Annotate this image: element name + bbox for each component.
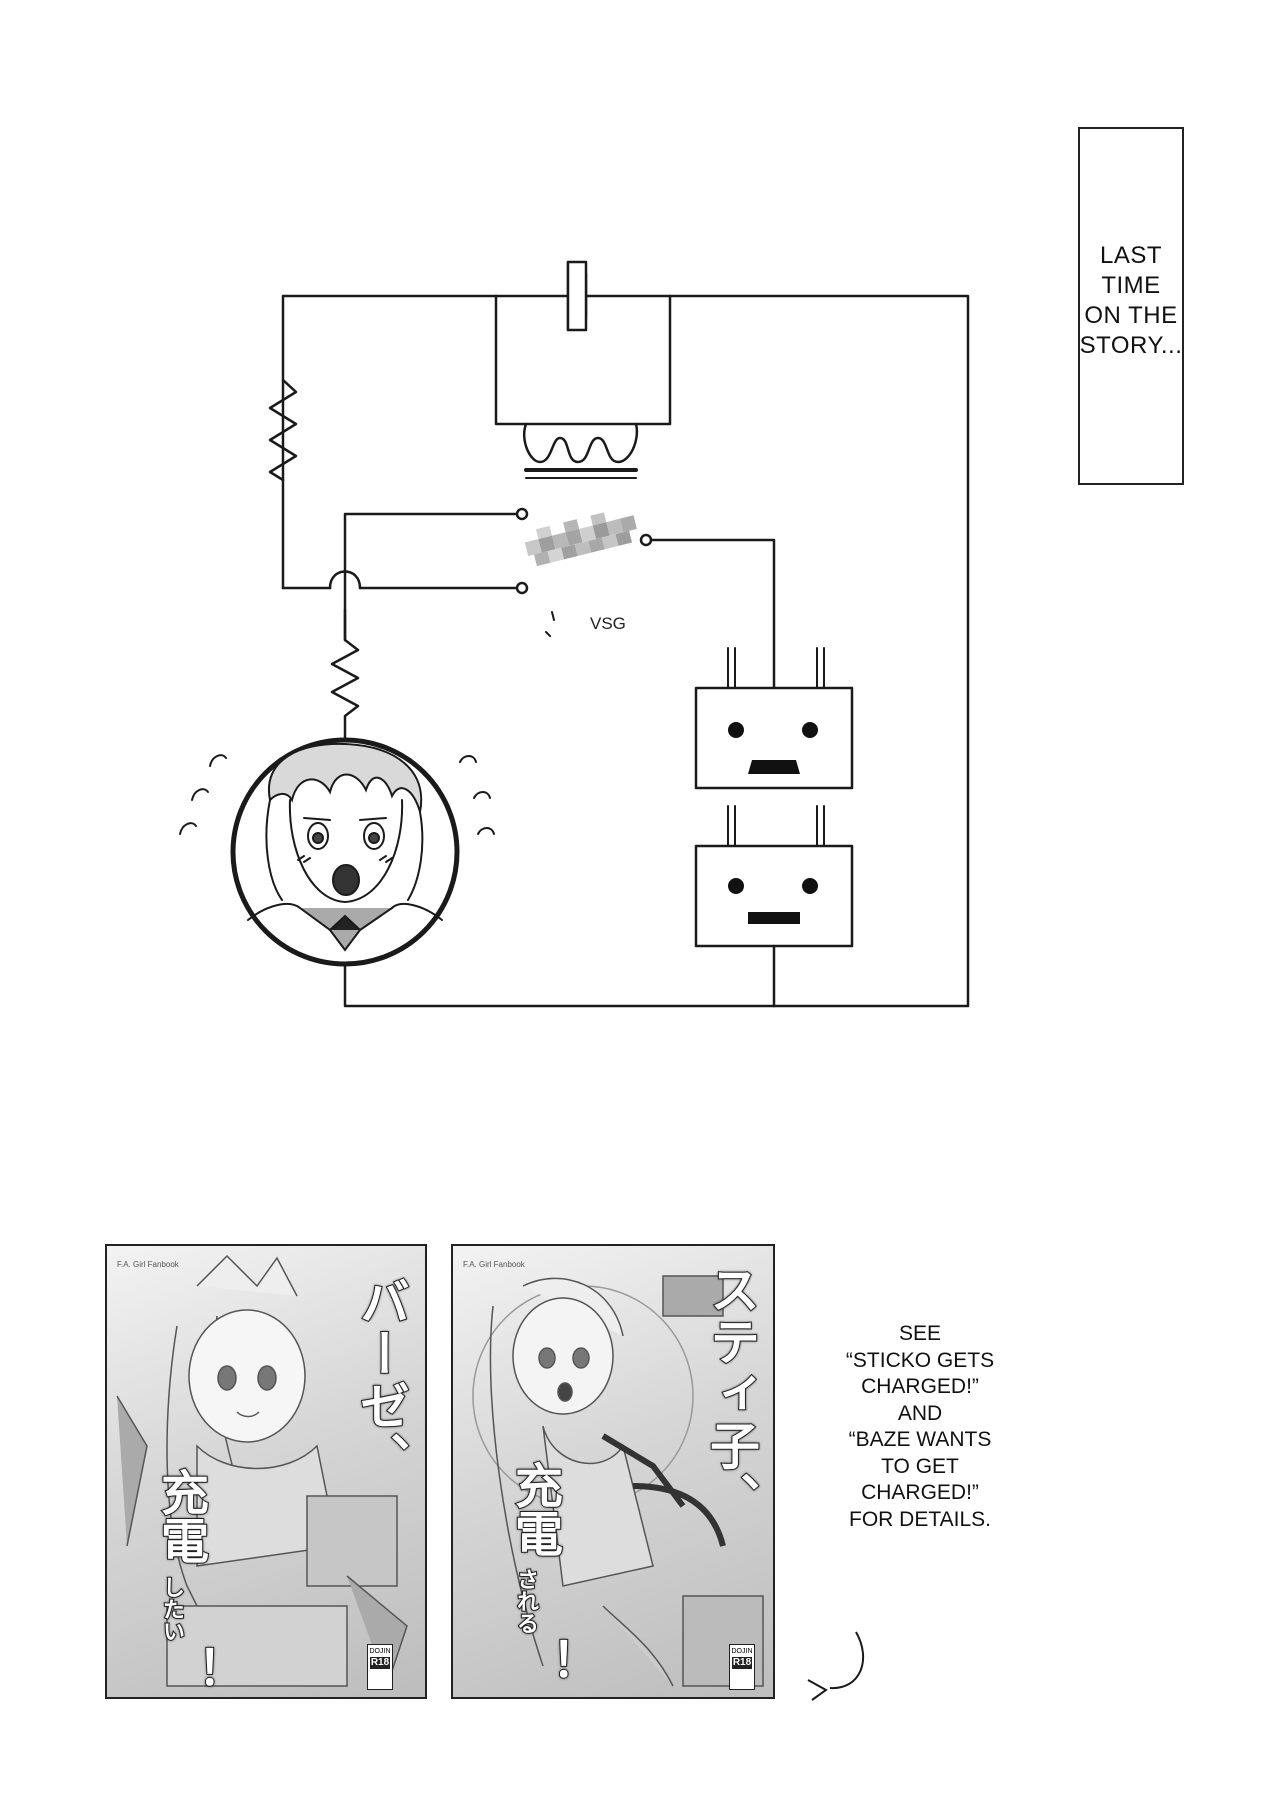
rating-badge: DOJIN R18 <box>729 1644 755 1690</box>
cover-art <box>116 1254 408 1687</box>
hair <box>267 742 423 813</box>
cover-title: スティ子、 <box>701 1263 761 1525</box>
tube-housing <box>494 294 672 426</box>
cover-charge-text: 充電 <box>505 1460 563 1558</box>
battery-bottom-face <box>728 878 818 924</box>
wire-top-left <box>281 294 498 590</box>
cover-series-text: F.A. Girl Fanbook <box>463 1260 525 1269</box>
switch-pivot <box>639 533 653 547</box>
cover-title: バーゼ、 <box>351 1275 411 1485</box>
cover-subtitle: したい <box>158 1575 185 1643</box>
censor-mosaic <box>524 512 637 567</box>
wire-top-right <box>668 294 970 1008</box>
wire-bottom <box>343 960 776 1008</box>
cover-exclaim: ！ <box>165 1645 223 1695</box>
sweat-mark-4 <box>459 755 477 763</box>
resistor-middle <box>330 608 360 750</box>
wire-upper <box>343 512 518 642</box>
cover-exclaim: ！ <box>519 1637 577 1687</box>
tick-mark <box>545 611 555 637</box>
cover-art <box>472 1275 764 1687</box>
hair-side-right <box>407 811 424 901</box>
badge-label: DOJIN <box>731 1648 753 1655</box>
sweat-mark-5 <box>473 791 491 799</box>
badge-rating: R18 <box>732 1657 752 1669</box>
face-outline <box>288 799 404 904</box>
cover-subtitle: される <box>512 1567 539 1635</box>
switch-label: VSG <box>590 614 626 633</box>
shoulder-right <box>391 903 443 921</box>
battery-top-face <box>728 722 818 774</box>
blush <box>297 855 393 863</box>
switch-contact-lower <box>515 581 529 595</box>
rating-badge: DOJIN R18 <box>367 1644 393 1690</box>
hair-side-left <box>265 799 283 901</box>
cover-charge-text: 充電 <box>151 1467 209 1565</box>
cover-baze: F.A. Girl Fanbook バーゼ、 充電 したい ！ DOJIN R1… <box>105 1244 427 1699</box>
reference-note: SEE “STICKO GETS CHARGED!” AND “BAZE WAN… <box>845 1322 995 1531</box>
caption-box: LAST TIME ON THE STORY... <box>1078 127 1184 485</box>
badge-rating: R18 <box>370 1657 390 1669</box>
cover-sticko: F.A. Girl Fanbook スティ子、 充電 される ！ DOJIN R… <box>451 1244 775 1699</box>
sweat-mark-1 <box>209 754 227 767</box>
wire-switch-battery <box>649 538 776 690</box>
battery-bottom <box>694 844 854 948</box>
coil <box>523 422 639 464</box>
capacitor-body <box>566 260 588 332</box>
sweat-mark-6 <box>477 827 495 835</box>
switch-contact-upper <box>515 507 529 521</box>
sweat-mark-2 <box>191 788 209 801</box>
mouth <box>332 864 360 896</box>
sweat-mark-3 <box>179 822 197 835</box>
curved-arrow <box>829 1631 865 1690</box>
cover-series-text: F.A. Girl Fanbook <box>117 1260 179 1269</box>
badge-label: DOJIN <box>369 1648 391 1655</box>
shoulder-left <box>247 903 301 921</box>
resistor-left <box>268 378 298 482</box>
character-portrait <box>247 742 443 952</box>
caption-text: LAST TIME ON THE STORY... <box>1079 242 1183 359</box>
